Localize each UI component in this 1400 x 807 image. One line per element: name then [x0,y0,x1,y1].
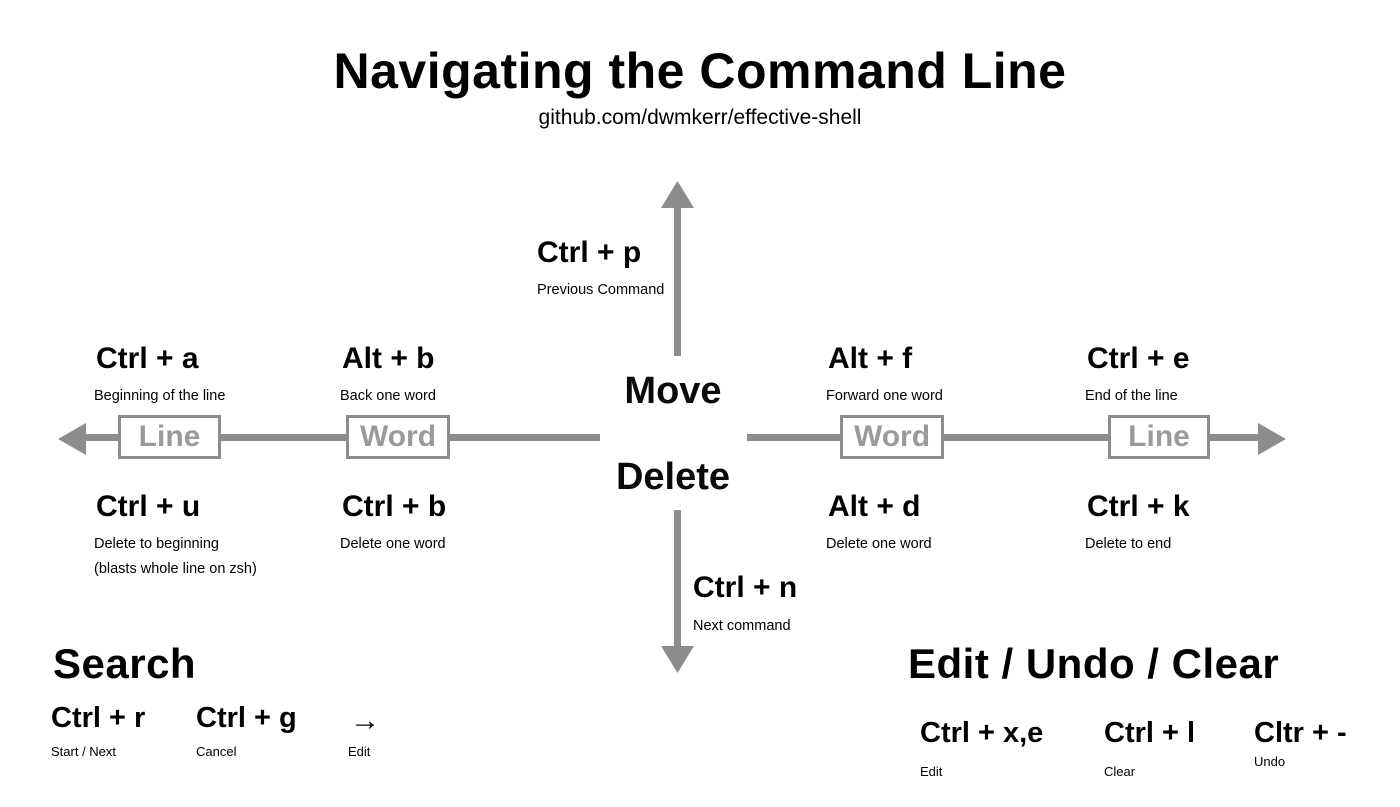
desc-ctrl-g: Cancel [196,744,237,759]
section-title-edit-undo-clear: Edit / Undo / Clear [908,640,1280,687]
combo-ctrl-g: Ctrl + g [196,702,297,734]
combo-ctrl-e: Ctrl + e [1087,342,1190,375]
combo-ctrl-b: Ctrl + b [342,490,447,523]
combo-ctrl-x-e: Ctrl + x,e [920,717,1044,749]
axis-segment-right-outer [1208,434,1260,441]
desc-ctrl-x-e: Edit [920,764,943,779]
arrow-up-head-icon [661,181,694,208]
axis-label-delete: Delete [615,456,731,498]
page-subtitle: github.com/dwmkerr/effective-shell [538,106,862,129]
combo-alt-f: Alt + f [828,342,913,375]
combo-ctrl-l: Ctrl + l [1104,717,1196,749]
combo-cltr-minus: Cltr + - [1254,717,1347,749]
arrow-right-icon: → [350,704,380,737]
axis-box-left-word: Word [346,415,450,459]
axis-box-left-line: Line [118,415,221,459]
desc-cltr-minus: Undo [1254,754,1286,769]
combo-alt-d: Alt + d [828,490,921,523]
combo-ctrl-u: Ctrl + u [96,490,201,523]
page-title: Navigating the Command Line [333,43,1067,99]
axis-segment-left-inner [448,434,600,441]
axis-line-up [674,203,681,356]
desc2-ctrl-u: (blasts whole line on zsh) [94,561,257,577]
desc-ctrl-k: Delete to end [1085,536,1172,552]
combo-ctrl-a: Ctrl + a [96,342,199,375]
combo-ctrl-p: Ctrl + p [537,236,642,269]
desc-alt-d: Delete one word [826,536,932,552]
axis-segment-right-mid [942,434,1111,441]
axis-line-down [674,510,681,647]
desc-ctrl-p: Previous Command [537,282,665,298]
axis-segment-right-inner [747,434,843,441]
desc-ctrl-b: Delete one word [340,536,446,552]
arrow-left-head-icon [58,423,86,455]
desc-alt-f: Forward one word [826,388,943,404]
axis-segment-left-outer [84,434,120,441]
combo-ctrl-k: Ctrl + k [1087,490,1190,523]
axis-box-right-line: Line [1108,415,1210,459]
section-title-search: Search [53,640,197,687]
combo-ctrl-n: Ctrl + n [693,571,798,604]
combo-alt-b: Alt + b [342,342,435,375]
axis-box-right-word: Word [840,415,944,459]
desc-ctrl-e: End of the line [1085,388,1178,404]
arrow-right-head-icon [1258,423,1286,455]
desc-ctrl-l: Clear [1104,764,1136,779]
desc-ctrl-u: Delete to beginning [94,536,219,552]
desc-search-edit: Edit [348,744,371,759]
desc-ctrl-a: Beginning of the line [94,388,226,404]
combo-ctrl-r: Ctrl + r [51,702,146,734]
desc-alt-b: Back one word [340,388,436,404]
desc-ctrl-n: Next command [693,618,791,634]
axis-label-move: Move [624,370,722,412]
arrow-down-head-icon [661,646,694,673]
axis-segment-left-mid [219,434,349,441]
desc-ctrl-r: Start / Next [51,744,117,759]
